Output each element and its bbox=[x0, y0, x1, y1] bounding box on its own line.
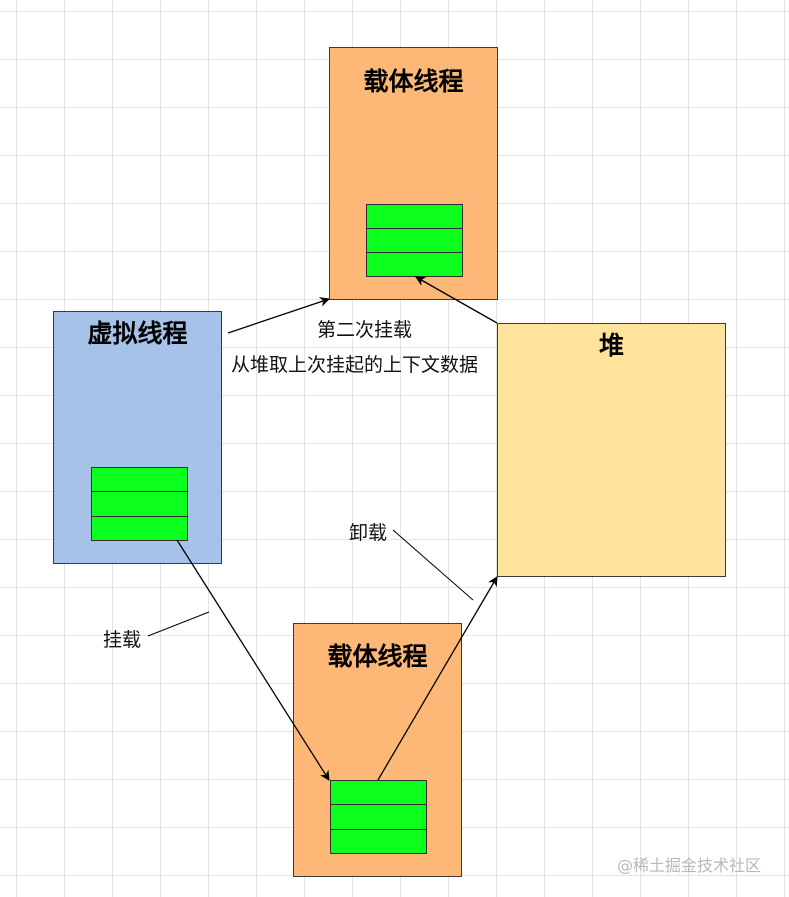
carrier-thread-bottom-title: 载体线程 bbox=[327, 642, 428, 671]
virtual-thread-title: 虚拟线程 bbox=[87, 319, 188, 348]
carrier-thread-top-title: 载体线程 bbox=[363, 67, 464, 96]
second-mount-sublabel: 从堆取上次挂起的上下文数据 bbox=[231, 354, 479, 376]
stack-frame bbox=[331, 805, 426, 830]
stack-frame bbox=[367, 253, 462, 276]
stack-frame bbox=[367, 205, 462, 229]
mount-label: 挂载 bbox=[103, 629, 142, 651]
second-mount-arrow bbox=[227, 297, 330, 334]
carrier-thread-top-stack bbox=[366, 204, 463, 277]
unmount-label: 卸载 bbox=[349, 522, 388, 544]
stack-frame bbox=[367, 229, 462, 253]
stack-frame bbox=[331, 829, 426, 853]
virtual-thread: 虚拟线程 bbox=[53, 311, 222, 564]
carrier-thread-top: 载体线程 bbox=[329, 47, 498, 300]
stack-frame bbox=[92, 516, 187, 540]
heap: 堆 bbox=[497, 323, 726, 577]
carrier-thread-bottom-stack bbox=[330, 780, 427, 854]
stack-frame bbox=[92, 492, 187, 517]
heap-title: 堆 bbox=[598, 331, 624, 360]
second-mount-label: 第二次挂载 bbox=[317, 319, 413, 341]
stack-frame bbox=[92, 468, 187, 493]
stack-frame bbox=[331, 781, 426, 806]
carrier-thread-bottom: 载体线程 bbox=[293, 623, 462, 877]
watermark: @稀土掘金技术社区 bbox=[617, 856, 762, 875]
virtual-thread-stack bbox=[91, 467, 188, 541]
mount-label-leader bbox=[147, 611, 210, 637]
unmount-label-leader bbox=[392, 529, 474, 601]
